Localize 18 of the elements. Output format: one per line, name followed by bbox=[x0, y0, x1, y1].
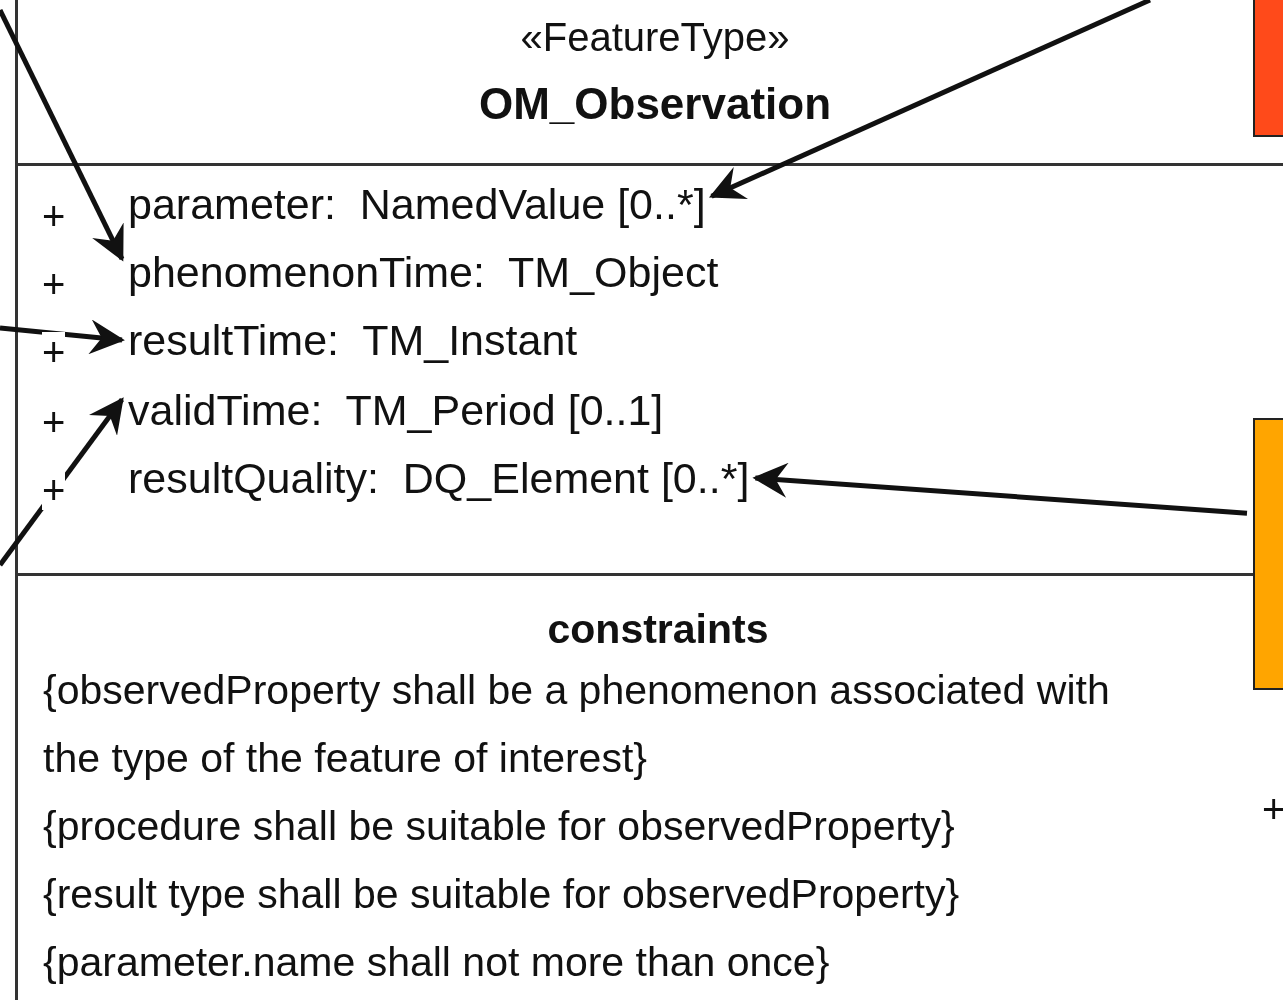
class-name: OM_Observation bbox=[477, 79, 833, 129]
arrow bbox=[0, 397, 124, 567]
attribute-text: validTime: TM_Period [0..1] bbox=[128, 384, 664, 436]
constraint-text: {procedure shall be suitable for observedProperty} bbox=[43, 802, 956, 851]
compartment-heading: constraints bbox=[546, 606, 770, 653]
arrow bbox=[752, 462, 1248, 516]
constraint-text: {result type shall be suitable for observedProperty} bbox=[43, 870, 961, 919]
arrow bbox=[0, 8, 125, 262]
attribute-text: resultQuality: DQ_Element [0..*] bbox=[128, 452, 750, 504]
constraint-text: {parameter.name shall not more than once} bbox=[43, 938, 831, 987]
arrow bbox=[708, 0, 1152, 200]
attribute-text: phenomenonTime: TM_Object bbox=[128, 246, 719, 298]
attribute-text: parameter: NamedValue [0..*] bbox=[128, 178, 706, 230]
arrow bbox=[0, 319, 125, 355]
stereotype-text: «FeatureType» bbox=[519, 15, 791, 60]
visibility-mark: + bbox=[42, 470, 66, 510]
constraint-text: {observedProperty shall be a phenomenon associated with the type of the feature of interest} bbox=[43, 666, 1111, 783]
attribute-text: resultTime: TM_Instant bbox=[128, 314, 578, 366]
